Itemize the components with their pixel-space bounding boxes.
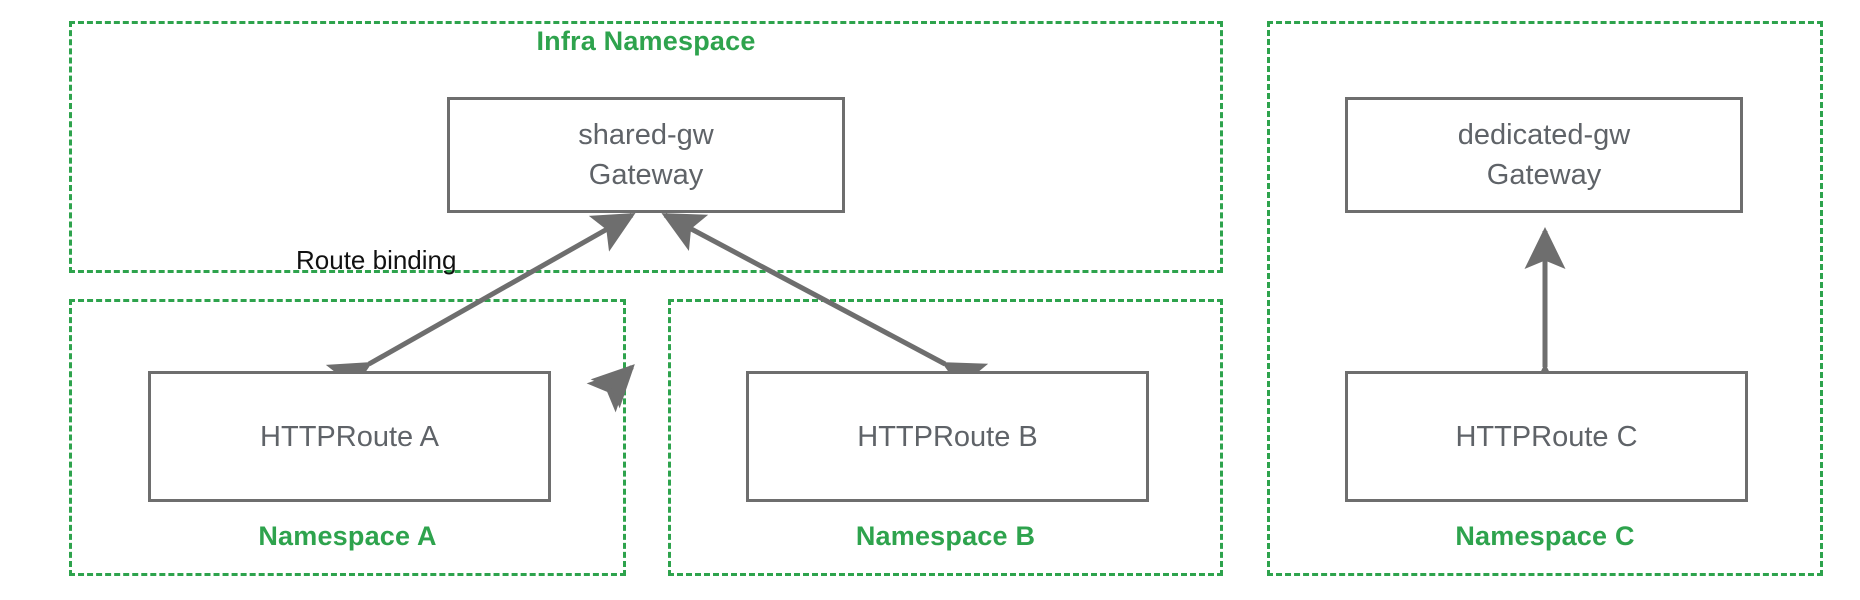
namespace-container-infra	[69, 21, 1223, 273]
node-shared-gw-line2: Gateway	[588, 159, 704, 191]
node-httproute-b-label: HTTPRoute B	[857, 420, 1038, 453]
namespace-container-c	[1267, 21, 1823, 576]
node-httproute-a[interactable]: HTTPRoute A	[148, 371, 551, 502]
node-httproute-c[interactable]: HTTPRoute C	[1345, 371, 1748, 502]
node-httproute-c-label: HTTPRoute C	[1455, 420, 1638, 453]
namespace-label-a: Namespace A	[258, 521, 437, 551]
namespace-label-b: Namespace B	[855, 521, 1036, 551]
node-dedicated-gw-line1: dedicated-gw	[1457, 119, 1631, 151]
node-dedicated-gw-line2: Gateway	[1486, 159, 1602, 191]
node-shared-gw-line1: shared-gw	[578, 119, 714, 151]
namespace-label-c: Namespace C	[1455, 521, 1635, 551]
node-httproute-b[interactable]: HTTPRoute B	[746, 371, 1149, 502]
namespace-label-infra: Infra Namespace	[536, 26, 756, 56]
edge-label-route-binding: Route binding	[296, 245, 457, 275]
node-httproute-a-label: HTTPRoute A	[260, 420, 439, 453]
